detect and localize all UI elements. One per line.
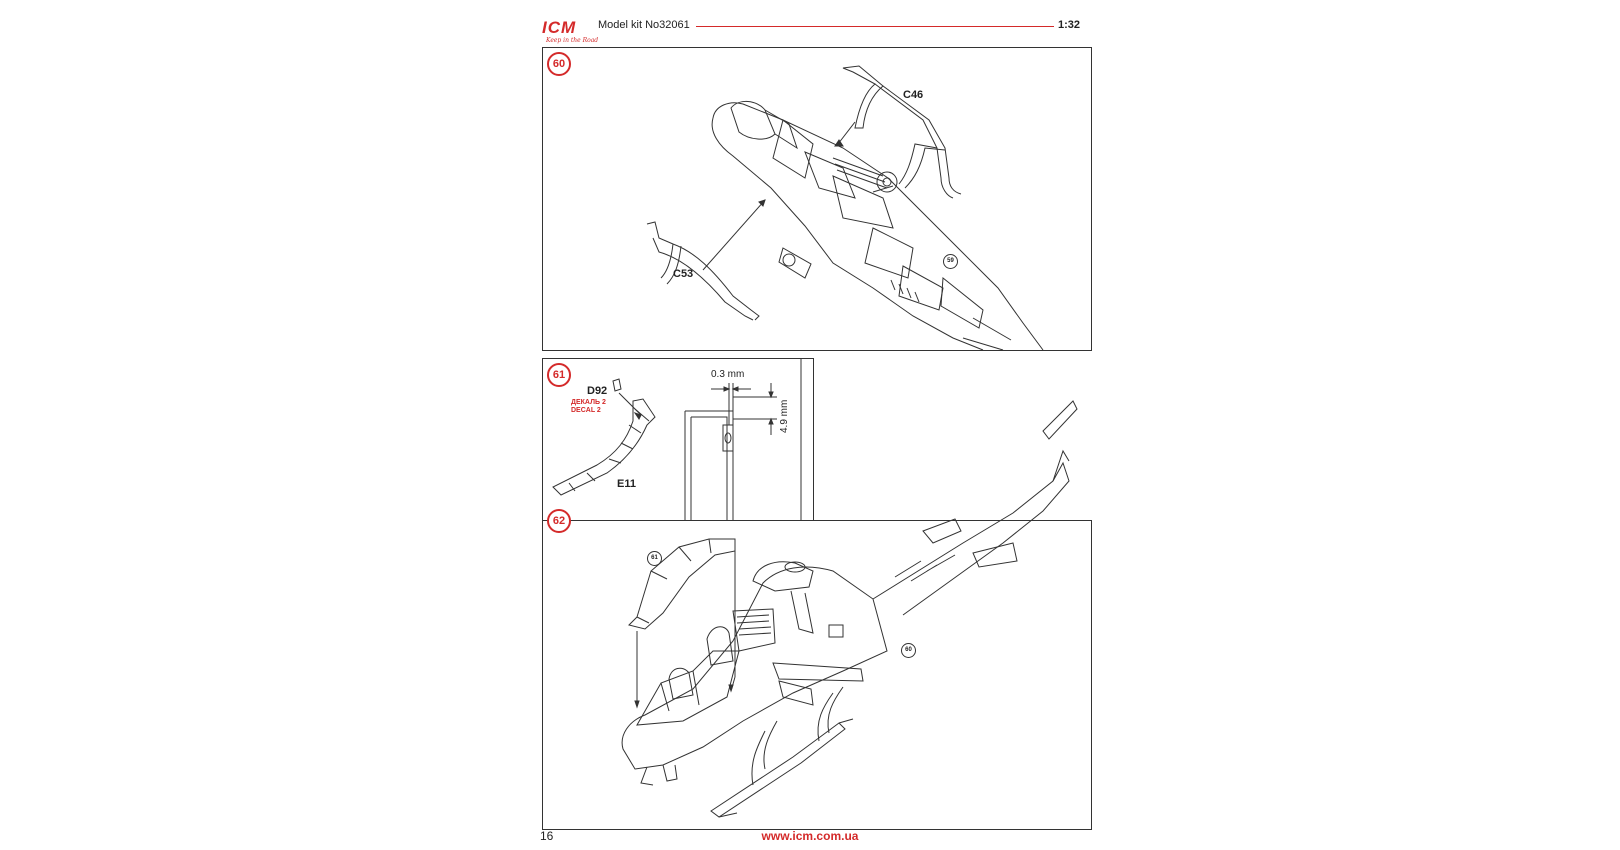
page-header: ICM Keep in the Road Model kit No32061 1… <box>530 12 1090 52</box>
part-label-e11: E11 <box>617 478 636 490</box>
reference-60: 60 <box>901 643 916 658</box>
step-61-drawing <box>552 359 802 521</box>
fuselage-outline-lower <box>711 117 984 351</box>
model-kit-number: Model kit No32061 <box>598 19 690 31</box>
tail-boom <box>872 461 1070 616</box>
windshield-part <box>628 538 736 630</box>
canopy-frame <box>730 101 776 140</box>
part-label-d92: D92 <box>587 385 608 397</box>
logo-brand: ICM <box>542 18 577 37</box>
decal-label-en: DECAL 2 <box>571 407 601 414</box>
dimension-height: 4.9 mm <box>779 399 790 433</box>
strip-e11 <box>552 398 656 496</box>
landing-skid <box>710 722 846 818</box>
step-62-badge: 62 <box>547 509 571 533</box>
instruction-page: ICM Keep in the Road Model kit No32061 1… <box>530 0 1092 850</box>
fuselage-outline <box>712 102 1044 351</box>
reference-59: 59 <box>943 254 958 269</box>
step-60-badge: 60 <box>547 52 571 76</box>
website-url[interactable]: www.icm.com.ua <box>761 829 859 843</box>
skid-c53 <box>646 221 760 321</box>
decal-label-ru: ДЕКАЛЬ 2 <box>571 399 606 406</box>
step-62-panel: 62 61 60 <box>542 400 1092 830</box>
step-60-panel: 60 <box>542 47 1092 351</box>
canopy <box>636 650 740 726</box>
engine-cowl <box>752 561 814 592</box>
part-label-c53: C53 <box>673 268 694 280</box>
canopy-frame-rear <box>764 109 798 150</box>
skid-c46 <box>842 65 884 129</box>
scale-label: 1:32 <box>1058 19 1081 31</box>
fuselage <box>621 566 888 770</box>
step-61-badge: 61 <box>547 363 571 387</box>
dimension-width: 0.3 mm <box>711 369 745 380</box>
decal-note: ДЕКАЛЬ 2 DECAL 2 <box>571 399 606 415</box>
step-61-panel: 61 D92 ДЕКАЛЬ 2 DECAL 2 E11 <box>542 358 814 522</box>
header-rule <box>696 26 1054 27</box>
reference-61: 61 <box>647 551 662 566</box>
decal-d92 <box>612 378 622 392</box>
icm-logo: ICM Keep in the Road <box>542 18 599 52</box>
step-60-drawing <box>646 65 1044 351</box>
page-number: 16 <box>540 829 554 843</box>
logo-tagline: Keep in the Road <box>546 37 599 44</box>
part-label-c46: C46 <box>903 89 924 101</box>
step-62-drawing <box>621 400 1078 818</box>
